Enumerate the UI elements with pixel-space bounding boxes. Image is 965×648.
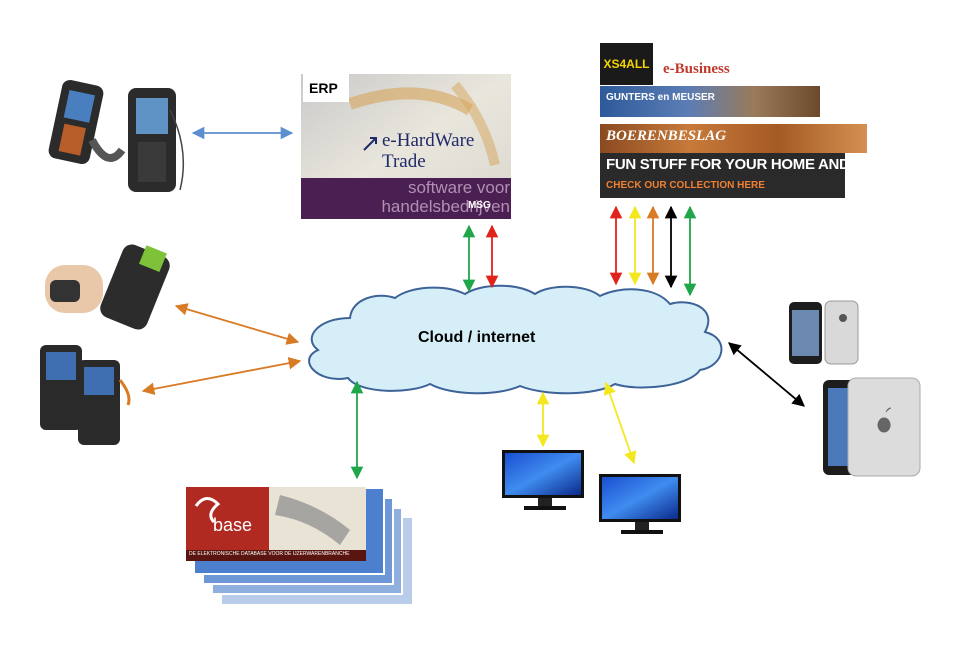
erp-tagline: software voor handelsbedrijven <box>381 178 510 216</box>
cloud-label: Cloud / internet <box>418 329 536 346</box>
smartphone-icon <box>789 300 859 365</box>
gunters-label: GUNTERS en MEUSER <box>606 92 715 103</box>
monitor-icon <box>502 450 584 510</box>
ez-logo-icon <box>194 497 221 524</box>
ezbase-stack <box>186 487 412 604</box>
erp-product-name: e-HardWare Trade <box>382 130 475 172</box>
fun-stuff-banner <box>600 153 845 198</box>
boerenbeslag-banner <box>600 124 867 153</box>
arrow-cloud-mobile <box>728 342 805 407</box>
erp-vendor: MSG <box>468 200 491 211</box>
erp-strip <box>301 178 511 219</box>
xs4all-logo: XS4ALL <box>600 43 653 85</box>
ezbase-brand: base <box>213 515 253 535</box>
connection-arrows <box>141 126 805 480</box>
ebusiness-heading: e-Business <box>663 61 730 77</box>
boerenbeslag-label: BOERENBESLAG <box>606 128 727 144</box>
erp-arrow-icon <box>363 137 377 151</box>
arrow-cloud-monitor2 <box>603 381 637 465</box>
fun-stuff-cta: CHECK OUR COLLECTION HERE <box>606 180 765 191</box>
handheld-scanner-icon <box>48 79 185 192</box>
monitor-icon-2 <box>599 474 681 534</box>
ezbase-tagline: DE ELEKTRONISCHE DATABASE VOOR DE IJZERW… <box>189 551 350 557</box>
erp-label: ERP <box>303 74 349 102</box>
arrow-terminal-cloud <box>141 356 302 396</box>
tablet-icon <box>823 377 921 477</box>
fun-stuff-label: FUN STUFF FOR YOUR HOME AND OFFICE <box>606 156 907 173</box>
gunters-banner <box>600 86 820 117</box>
arrow-scanner-cloud <box>174 303 300 345</box>
barcode-scanner-icon <box>45 244 170 330</box>
rugged-terminal-icon <box>40 345 131 445</box>
wrench-icon <box>275 495 350 545</box>
